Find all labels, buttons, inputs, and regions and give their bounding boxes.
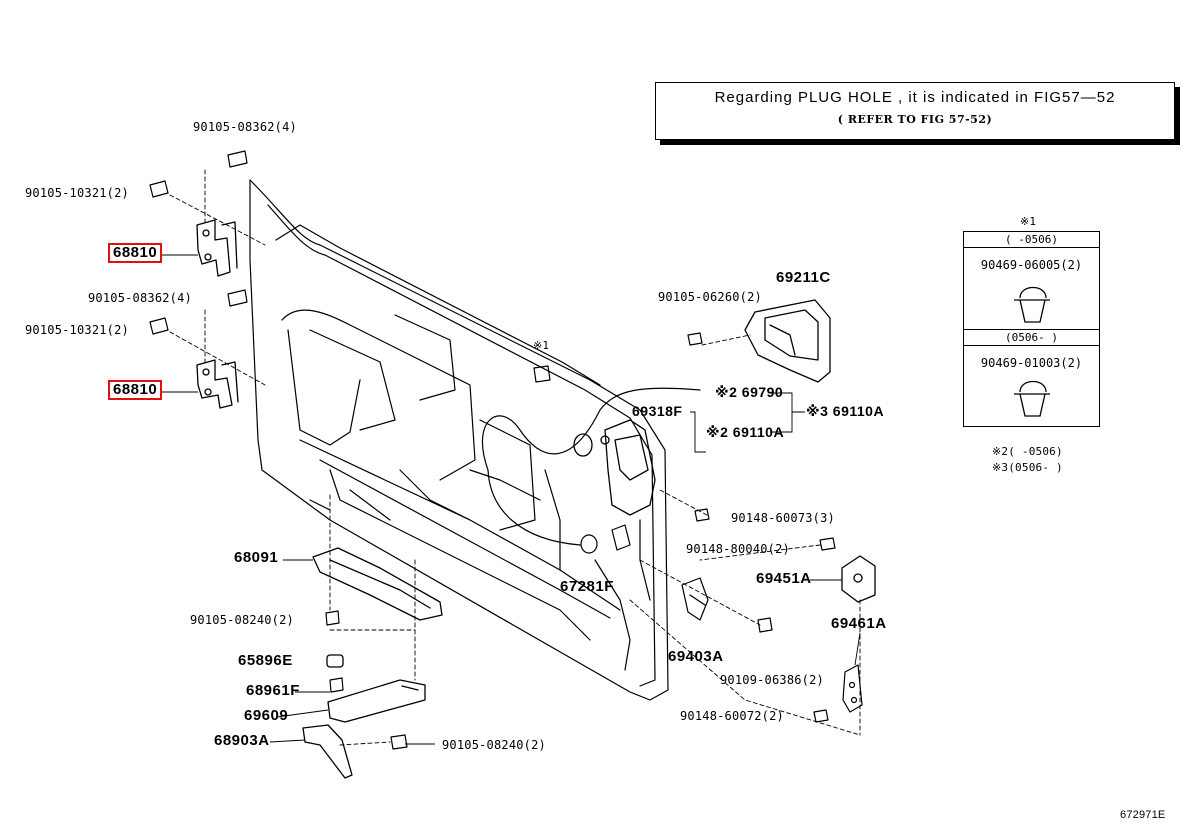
part-label-90105-08240-a: 90105-08240(2) <box>190 613 294 627</box>
part-label-69211c: 69211C <box>776 269 831 286</box>
lower-striker-plate <box>842 664 863 713</box>
part-label-65896e: 65896E <box>238 652 293 669</box>
clip-icons <box>1014 286 1050 417</box>
part-label-90105-08362-b: 90105-08362(4) <box>88 291 192 305</box>
clip-part-1: 90469-06005(2) <box>980 258 1083 272</box>
part-label-68810-lower[interactable]: 68810 <box>108 380 163 400</box>
door-check <box>681 577 709 621</box>
part-label-90148-80040: 90148-80040(2) <box>686 542 790 556</box>
part-label-69110a-3: ※3 69110A <box>806 403 885 419</box>
part-label-69318f: 69318F <box>632 403 683 419</box>
hinge-lower <box>196 359 239 409</box>
figure-id: 672971E <box>1120 809 1166 821</box>
clip-table-mark: ※1 <box>1020 215 1037 228</box>
part-label-67281f: 67281F <box>560 578 614 595</box>
part-label-68810-upper[interactable]: 68810 <box>108 243 163 263</box>
part-label-90105-10321-a: 90105-10321(2) <box>25 186 129 200</box>
inside-handle <box>744 299 831 383</box>
part-label-90109-06386: 90109-06386(2) <box>720 673 824 687</box>
part-label-90148-60073: 90148-60073(3) <box>731 511 835 525</box>
footnote-2: ※2( -0506) <box>992 445 1063 458</box>
part-label-69403a: 69403A <box>668 648 724 665</box>
part-label-90105-10321-b: 90105-10321(2) <box>25 323 129 337</box>
part-label-90105-08240-b: 90105-08240(2) <box>442 738 546 752</box>
part-label-69451a: 69451A <box>756 570 812 587</box>
clip-part-2: 90469-01003(2) <box>980 356 1083 370</box>
part-label-68091: 68091 <box>234 549 279 566</box>
hinge-upper <box>196 219 238 277</box>
stay-bracket <box>312 547 443 621</box>
note-line-1: Regarding PLUG HOLE , it is indicated in… <box>714 89 1116 106</box>
part-label-68961f: 68961F <box>246 682 300 699</box>
note-line-2: ( REFER TO FIG 57-52) <box>837 113 993 126</box>
striker <box>841 555 876 603</box>
part-label-69110a-2: ※2 69110A <box>706 424 785 440</box>
clip-period-2: (0506- ) <box>964 329 1099 346</box>
part-label-69790: ※2 69790 <box>715 384 784 400</box>
part-label-90105-08362-a: 90105-08362(4) <box>193 120 297 134</box>
mark-star1: ※1 <box>533 339 550 352</box>
lock-parts <box>533 365 631 554</box>
lower-hinge-parts <box>302 654 426 779</box>
part-label-69461a: 69461A <box>831 615 887 632</box>
clip-table: ( -0506) 90469-06005(2) (0506- ) 90469-0… <box>963 231 1100 427</box>
reference-note: Regarding PLUG HOLE , it is indicated in… <box>655 82 1175 140</box>
clip-period-1: ( -0506) <box>964 232 1099 248</box>
door-panel <box>249 179 701 701</box>
part-label-69609: 69609 <box>244 707 289 724</box>
part-label-90148-60072: 90148-60072(2) <box>680 709 784 723</box>
bolts <box>149 150 836 750</box>
part-label-68903a: 68903A <box>214 732 270 749</box>
footnote-3: ※3(0506- ) <box>992 461 1063 474</box>
part-label-90105-06260: 90105-06260(2) <box>658 290 762 304</box>
door-lock <box>573 419 656 516</box>
